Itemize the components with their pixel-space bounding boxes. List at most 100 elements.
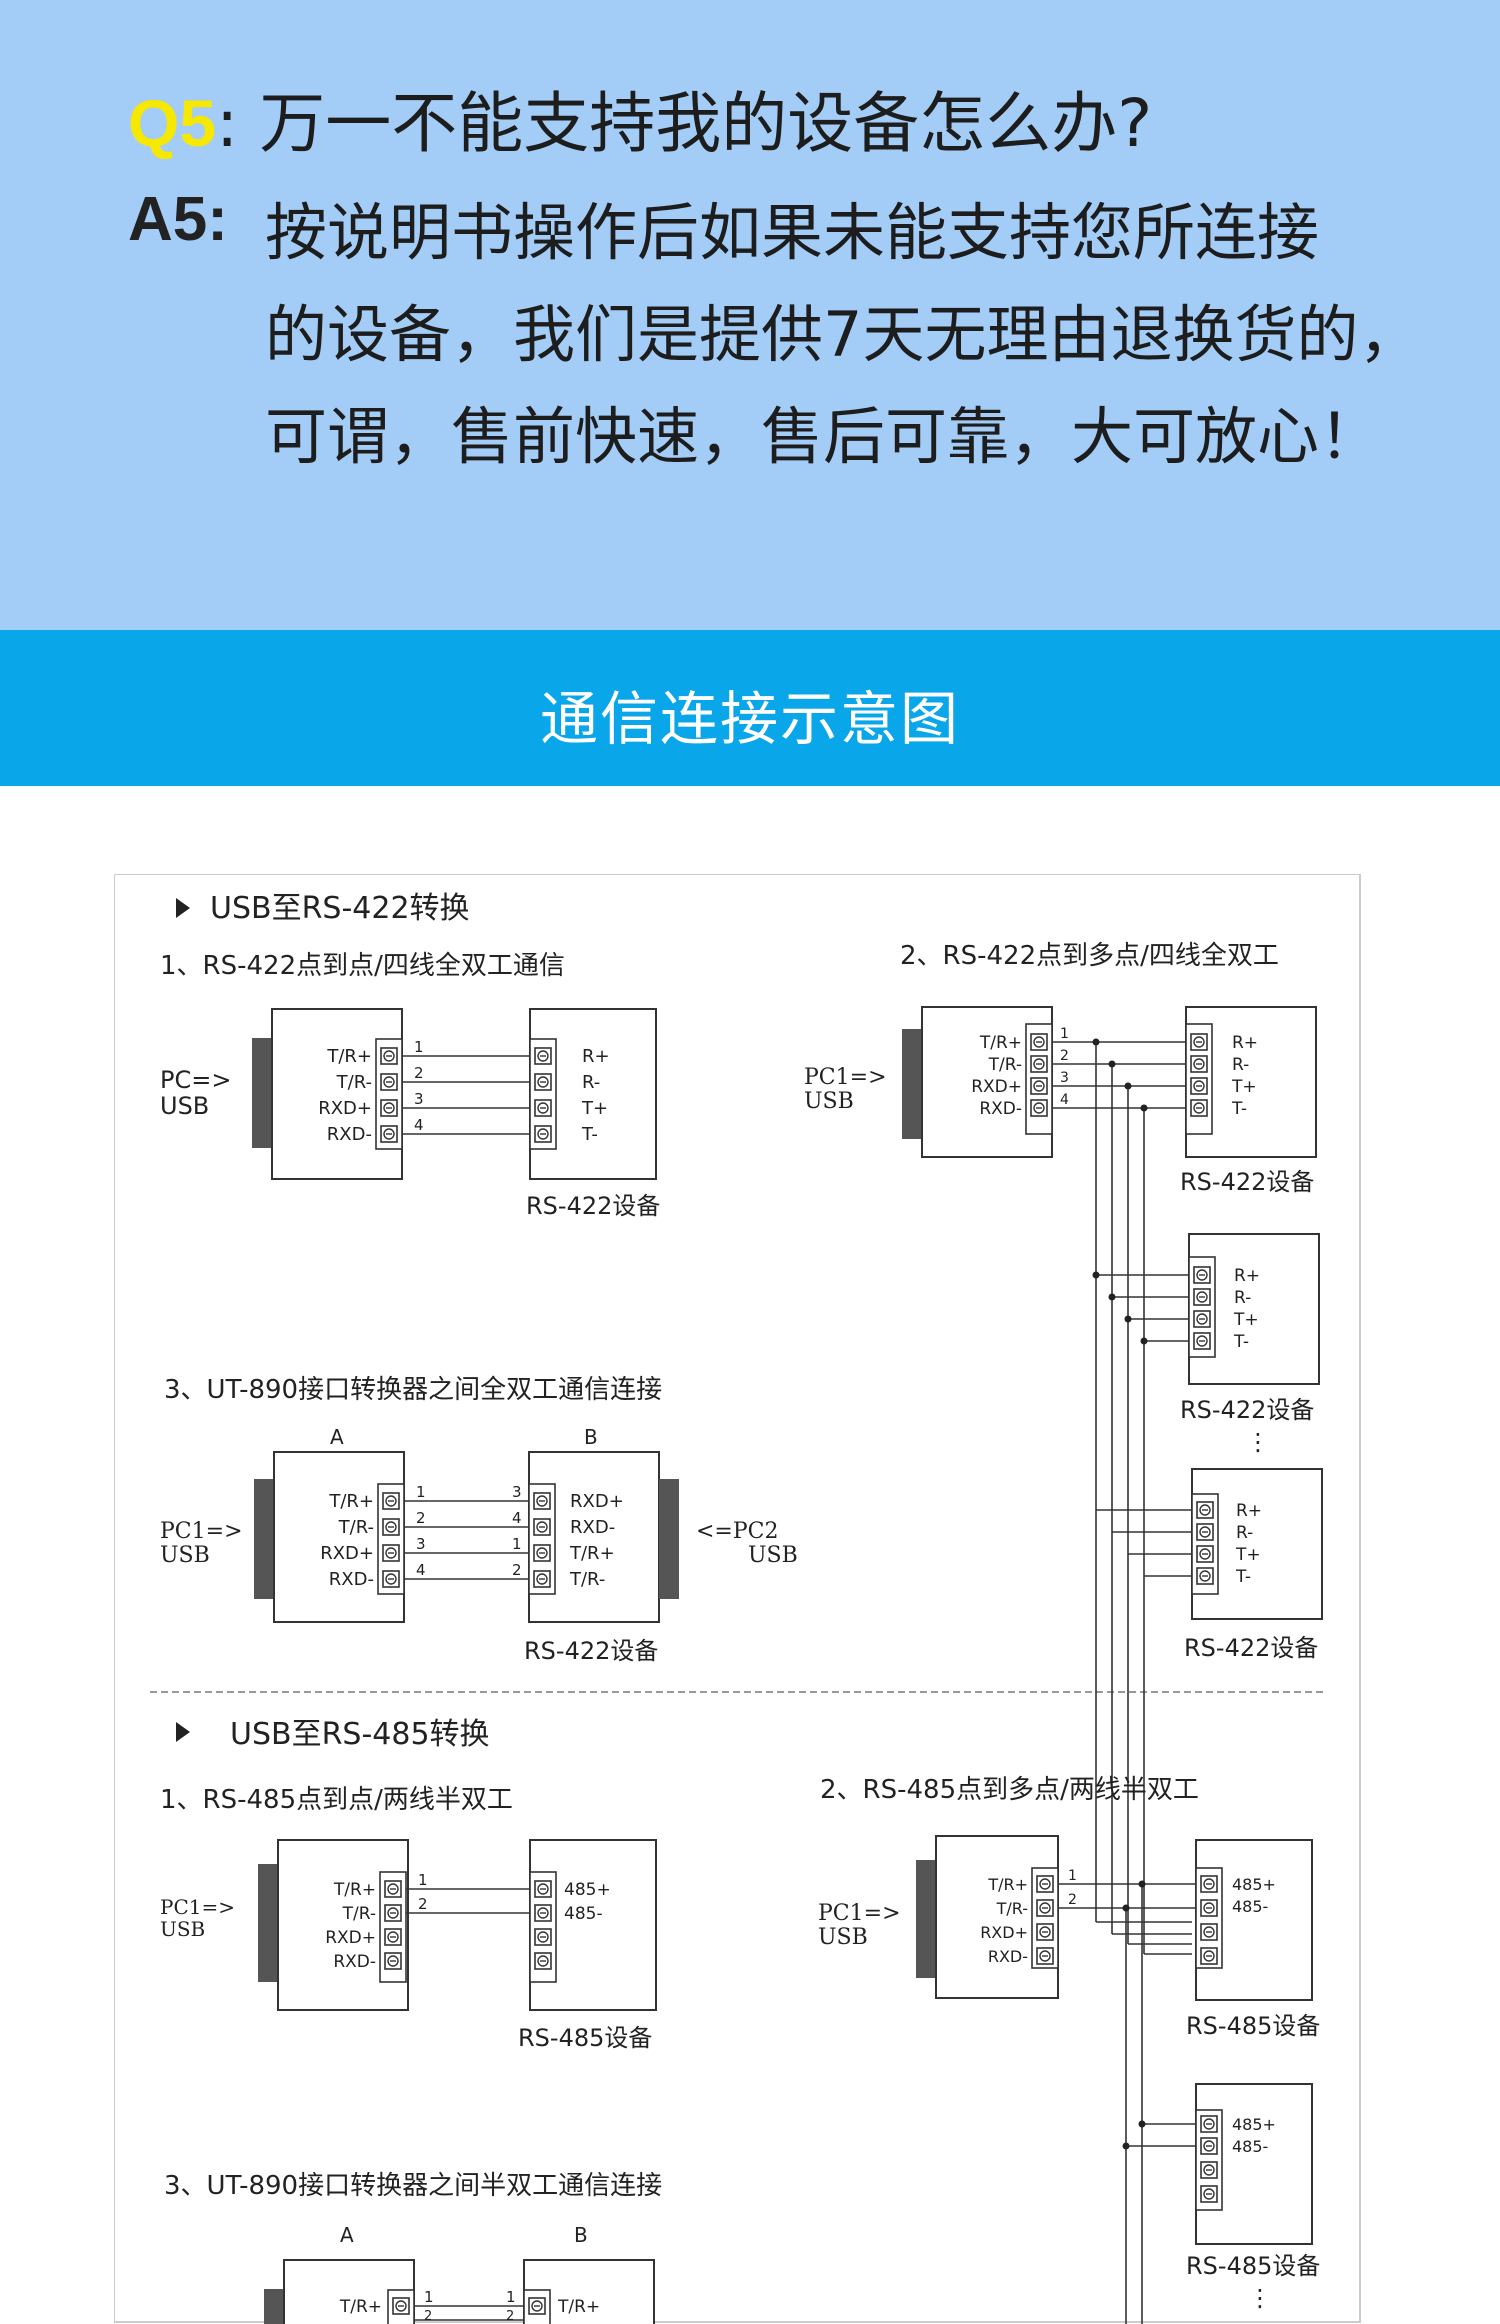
svg-text:R+: R+ [1234,1266,1260,1286]
svg-text:T/R-: T/R- [996,1899,1028,1918]
svg-text:2: 2 [512,1561,522,1579]
svg-text:485-: 485- [1232,2137,1268,2156]
svg-text:1: 1 [506,2288,516,2306]
svg-text:T/R+: T/R+ [333,1880,376,1900]
banner-title: 通信连接示意图 [539,685,960,753]
svg-text:4: 4 [512,1509,522,1527]
svg-text:RXD+: RXD+ [320,1543,374,1564]
svg-text:RXD-: RXD- [570,1517,615,1538]
svg-text:3: 3 [1060,1070,1069,1086]
svg-text:T/R+: T/R+ [557,2297,600,2317]
svg-text:2: 2 [424,2309,432,2324]
svg-text:2: 2 [414,1064,424,1082]
svg-text:2: 2 [1060,1048,1069,1064]
svg-text:T/R+: T/R+ [339,2297,382,2317]
section-arrow-icon [176,898,190,918]
svg-text:3: 3 [414,1090,424,1108]
svg-text:RS-422设备: RS-422设备 [1180,1396,1314,1424]
svg-text:485-: 485- [1232,1897,1268,1916]
svg-text:T+: T+ [1235,1545,1261,1565]
svg-text:T/R-: T/R- [338,1517,374,1538]
svg-text:485-: 485- [564,1904,603,1924]
section-banner: 通信连接示意图 [0,630,1500,786]
svg-text:RS-422设备: RS-422设备 [1180,1168,1314,1196]
diagram-title: 1、RS-485点到点/两线半双工 [160,1785,513,1815]
svg-text:4: 4 [416,1561,426,1579]
svg-text:RXD+: RXD+ [971,1077,1022,1097]
svg-text:A: A [330,1425,344,1449]
svg-text:T+: T+ [1233,1310,1259,1330]
svg-text:⋮: ⋮ [1248,2284,1272,2312]
svg-text:RXD+: RXD+ [570,1491,624,1512]
diagram-title: 1、RS-422点到点/四线全双工通信 [160,951,565,981]
svg-text:RS-422设备: RS-422设备 [1184,1634,1318,1662]
svg-text:1: 1 [414,1038,424,1056]
svg-text:1: 1 [424,2288,434,2306]
section-arrow-icon [176,1722,190,1742]
svg-text:RS-485设备: RS-485设备 [1186,2012,1320,2040]
svg-text:4: 4 [414,1116,424,1134]
svg-text:T-: T- [1233,1332,1249,1352]
svg-text:USB: USB [160,1543,210,1568]
svg-text:R-: R- [1236,1523,1253,1543]
svg-text:RXD-: RXD- [329,1569,374,1590]
svg-text:T/R+: T/R+ [987,1875,1028,1894]
connection-diagram: USB至RS-422转换 USB至RS-485转换 1、RS-422点到点/四线… [114,874,1361,2324]
svg-text:485+: 485+ [564,1880,611,1900]
svg-text:USB: USB [160,1092,209,1120]
svg-text:2: 2 [416,1509,426,1527]
svg-text:B: B [584,1425,598,1449]
svg-text:T/R-: T/R- [988,1055,1022,1075]
svg-text:R-: R- [582,1072,600,1093]
svg-text:1: 1 [416,1483,426,1501]
svg-text:PC1=>: PC1=> [160,1519,243,1544]
svg-text:RXD+: RXD+ [325,1928,376,1948]
svg-text:T+: T+ [581,1098,608,1119]
svg-text:RS-485设备: RS-485设备 [1186,2252,1320,2280]
svg-text:T/R+: T/R+ [328,1491,374,1512]
svg-text:USB: USB [818,1925,868,1950]
diagram-title: 3、UT-890接口转换器之间全双工通信连接 [164,1375,662,1405]
answer-tag: A5: [128,185,228,254]
question-text: : 万一不能支持我的设备怎么办? [216,85,1153,162]
section-title-485: USB至RS-485转换 [230,1717,490,1752]
svg-text:R+: R+ [1236,1501,1262,1521]
diagram-422-point-to-point: 1、RS-422点到点/四线全双工通信 1 2 3 4 T/R+ T/R- RX… [160,951,660,1220]
question-tag: Q5 [128,86,217,160]
svg-text:RXD+: RXD+ [318,1098,372,1119]
diagram-title: 2、RS-422点到多点/四线全双工 [900,941,1279,971]
svg-text:USB: USB [804,1089,854,1114]
answer-line-2: 的设备，我们是提供7天无理由退换货的， [265,298,1421,371]
svg-text:⋮: ⋮ [1246,1428,1270,1456]
svg-text:PC=>: PC=> [160,1066,231,1094]
question: Q5: 万一不能支持我的设备怎么办? [128,70,1152,166]
svg-text:RS-422设备: RS-422设备 [526,1192,660,1220]
svg-text:RXD-: RXD- [979,1099,1022,1119]
svg-text:PC1=>: PC1=> [818,1901,901,1926]
svg-text:B: B [574,2223,588,2247]
svg-text:2: 2 [418,1895,428,1913]
svg-text:R-: R- [1234,1288,1251,1308]
svg-text:RXD-: RXD- [333,1952,376,1972]
svg-text:USB: USB [748,1543,798,1568]
svg-text:1: 1 [1068,1868,1077,1884]
svg-text:RXD-: RXD- [988,1947,1028,1966]
svg-text:T/R-: T/R- [569,1569,605,1590]
svg-text:A: A [340,2223,354,2247]
svg-text:T-: T- [1235,1567,1251,1587]
diagram-title: 2、RS-485点到多点/两线半双工 [820,1775,1199,1805]
diagram-422-multipoint: 2、RS-422点到多点/四线全双工 T/R+ T/R- RXD+ RXD- 1… [804,941,1323,1955]
svg-text:R+: R+ [1232,1033,1258,1053]
faq-section: Q5: 万一不能支持我的设备怎么办? A5: 按说明书操作后如果未能支持您所连接… [0,0,1500,630]
svg-text:USB: USB [160,1917,205,1941]
section-title-422: USB至RS-422转换 [210,891,470,926]
svg-text:4: 4 [1060,1092,1069,1108]
svg-text:T-: T- [1231,1099,1247,1119]
svg-text:T+: T+ [1231,1077,1257,1097]
svg-text:T-: T- [581,1124,598,1145]
svg-text:R+: R+ [582,1046,610,1067]
answer-line-1: 按说明书操作后如果未能支持您所连接 [265,196,1320,269]
svg-text:PC1=>: PC1=> [804,1065,887,1090]
svg-text:3: 3 [416,1535,426,1553]
svg-text:PC1=>: PC1=> [160,1895,235,1919]
